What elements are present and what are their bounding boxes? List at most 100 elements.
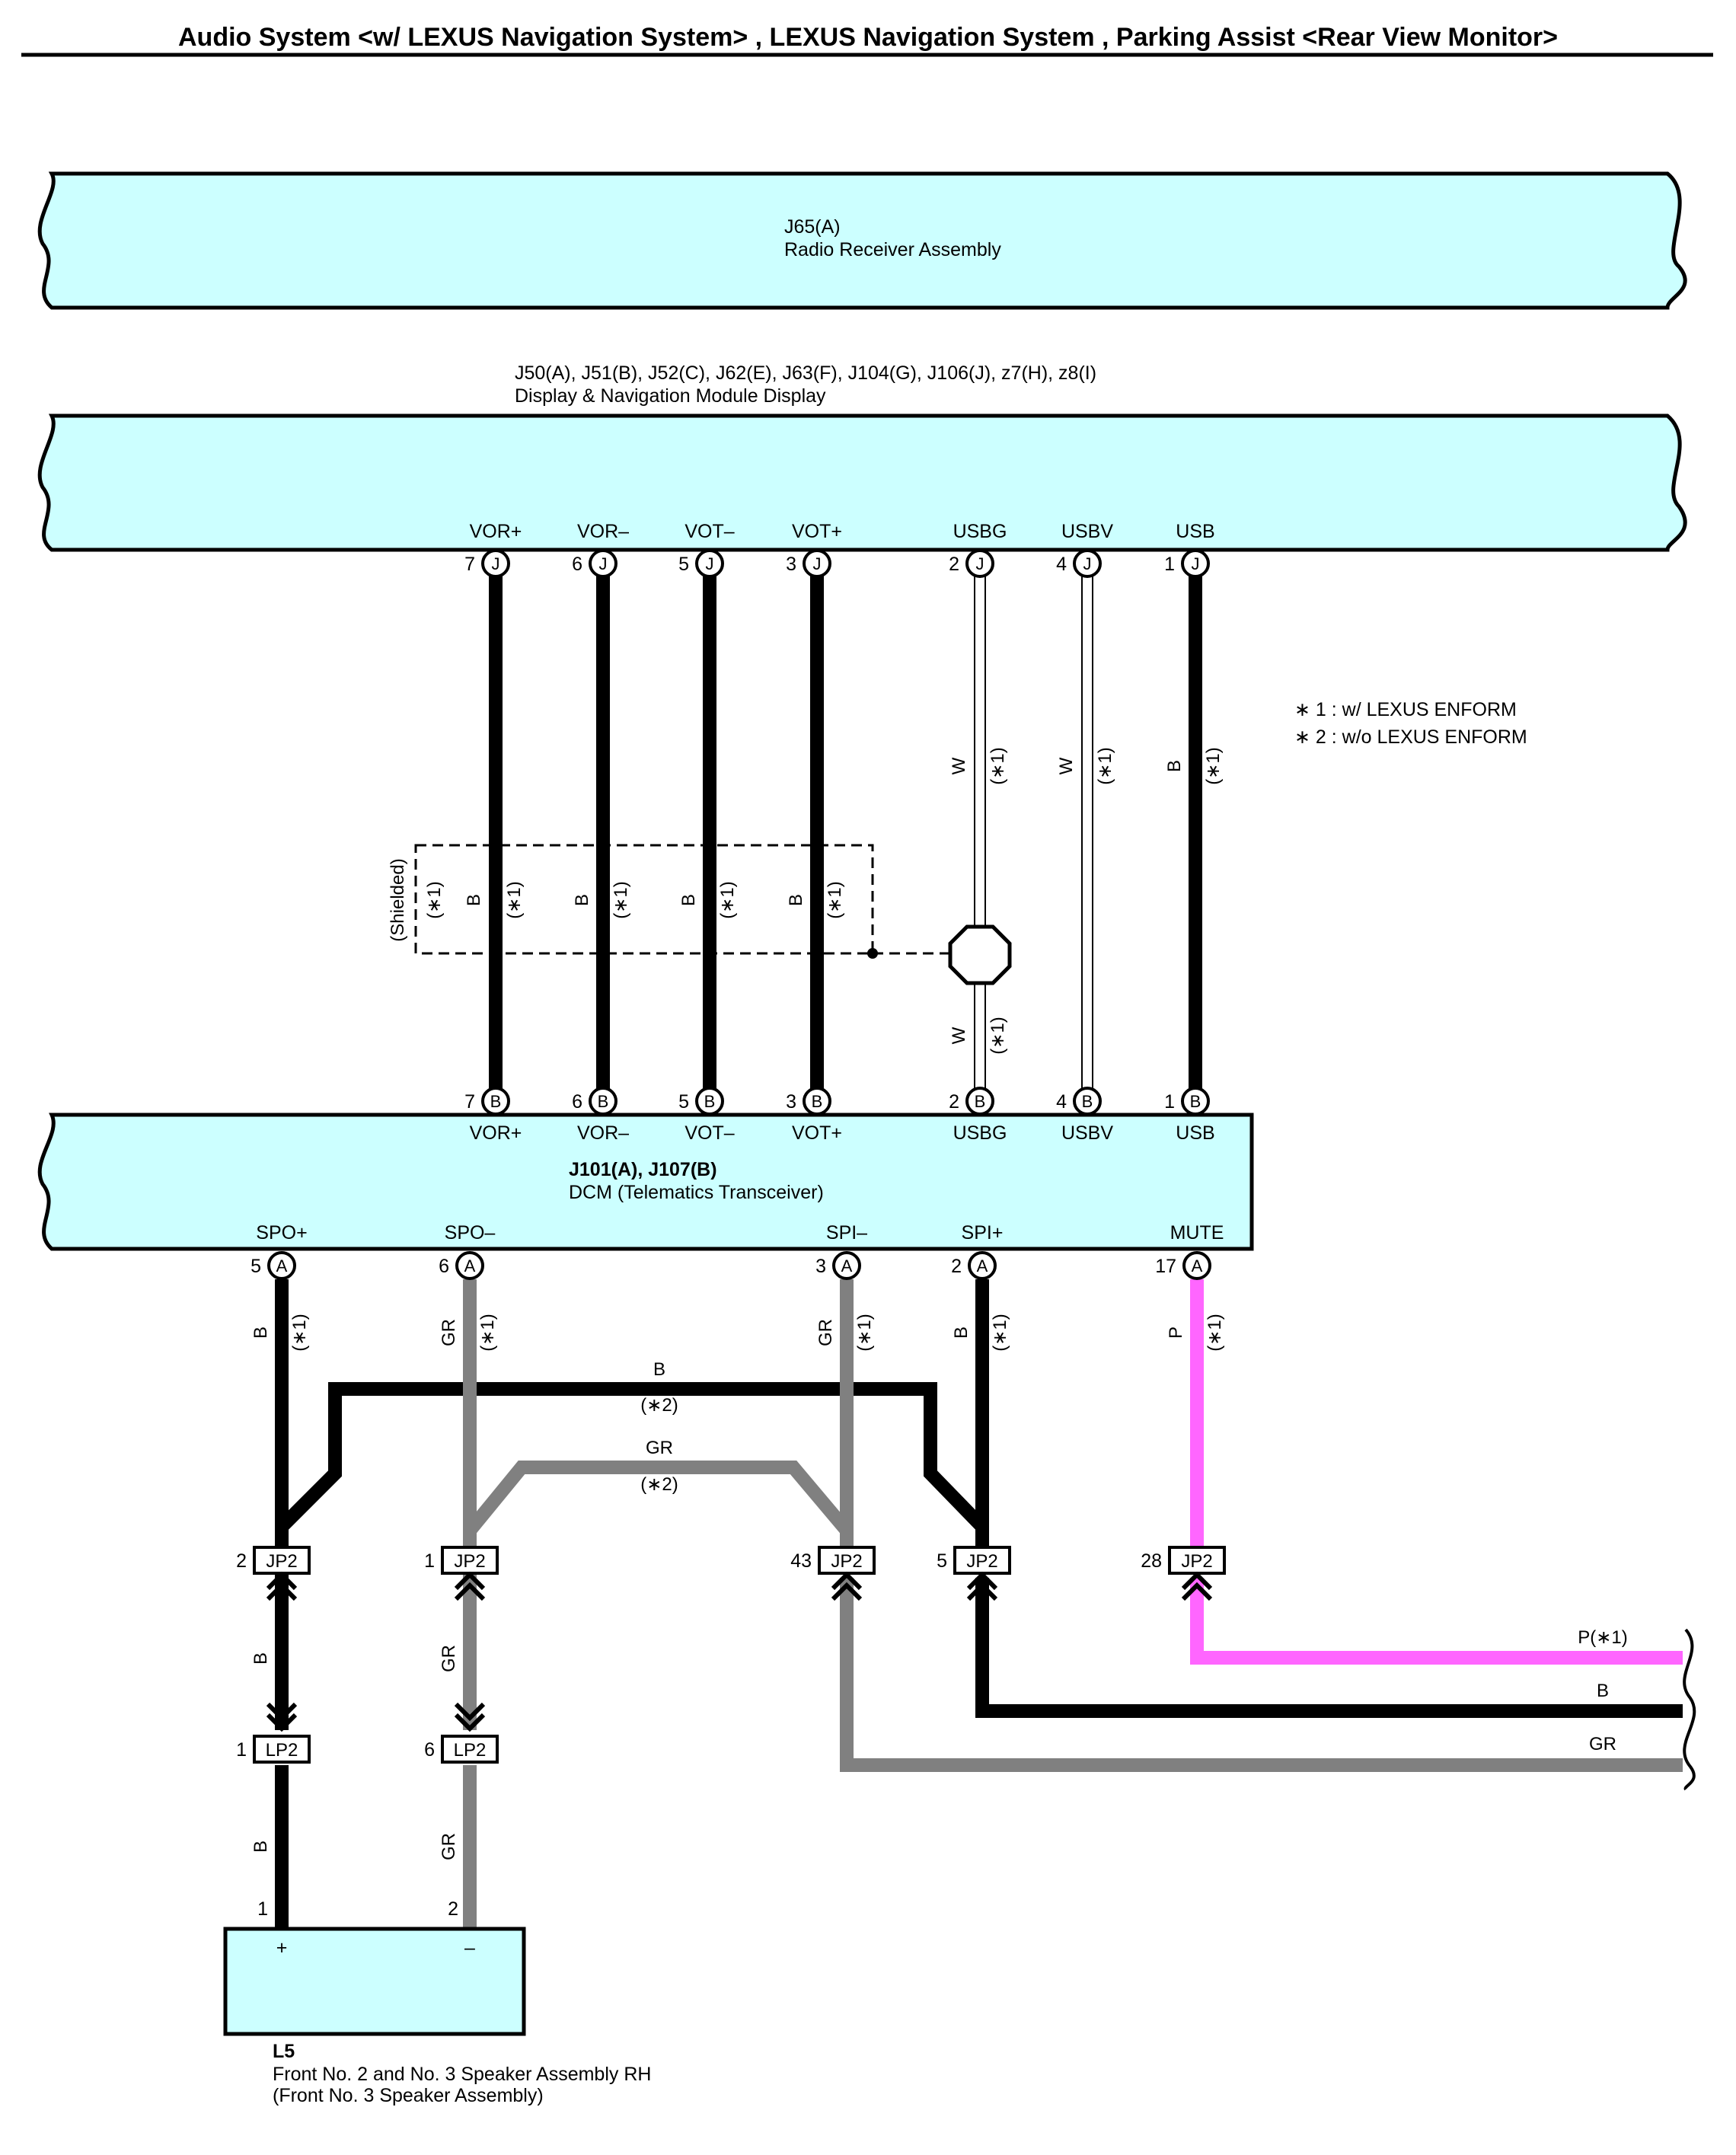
svg-text:J: J bbox=[492, 554, 500, 573]
connector-pin: J3 bbox=[786, 549, 831, 578]
svg-text:A: A bbox=[464, 1256, 476, 1275]
svg-text:5: 5 bbox=[678, 554, 689, 575]
connector-pin: J6 bbox=[572, 549, 617, 578]
svg-text:LP2: LP2 bbox=[266, 1740, 298, 1761]
dcm-terminal-label: USB bbox=[1176, 1122, 1214, 1144]
dcm-terminal-label: MUTE bbox=[1170, 1222, 1224, 1244]
svg-text:4: 4 bbox=[1056, 1091, 1067, 1113]
dcm-terminal-label: SPI+ bbox=[962, 1222, 1004, 1244]
wire-color-label: B bbox=[951, 1327, 972, 1339]
svg-text:JP2: JP2 bbox=[266, 1551, 297, 1572]
connector-pin: B6 bbox=[572, 1087, 617, 1116]
display-connector: J50(A), J51(B), J52(C), J62(E), J63(F), … bbox=[515, 362, 1096, 384]
svg-text:B: B bbox=[812, 1092, 823, 1111]
svg-text:2: 2 bbox=[949, 554, 959, 575]
wire-note-label: (∗1) bbox=[504, 881, 525, 918]
jp2-connector: JP2 28 bbox=[1141, 1546, 1226, 1601]
connector-pin: J2 bbox=[949, 549, 994, 578]
speaker-name-alt: (Front No. 3 Speaker Assembly) bbox=[273, 2085, 544, 2106]
svg-text:JP2: JP2 bbox=[1181, 1551, 1212, 1572]
shield-note: (∗1) bbox=[424, 881, 445, 918]
display-terminal-label: VOR+ bbox=[470, 521, 522, 542]
dcm-terminal-label: VOR– bbox=[577, 1122, 629, 1144]
svg-text:3: 3 bbox=[786, 1091, 796, 1113]
svg-text:28: 28 bbox=[1141, 1550, 1162, 1572]
wire-break-symbol bbox=[1683, 1628, 1696, 1791]
wire-color-label: B bbox=[1164, 760, 1185, 772]
wire-note-label: (∗1) bbox=[477, 1314, 498, 1351]
shield-box bbox=[414, 844, 874, 955]
svg-text:J: J bbox=[1083, 554, 1092, 573]
wire-note-label: (∗1) bbox=[611, 881, 631, 918]
wire-color-label: B bbox=[464, 894, 484, 906]
jp2-connector: JP2 5 bbox=[937, 1546, 1011, 1601]
connector-pin: A17 bbox=[1155, 1251, 1211, 1280]
connector-pin: A2 bbox=[951, 1251, 997, 1280]
lp2-connector: LP2 6 bbox=[424, 1702, 499, 1764]
display-terminal-label: VOR– bbox=[577, 521, 629, 542]
page-title: Audio System <w/ LEXUS Navigation System… bbox=[178, 23, 1558, 52]
dcm-connector: J101(A), J107(B) bbox=[569, 1159, 717, 1180]
wire-color-label: GR bbox=[439, 1833, 459, 1860]
bridge-b-label: B bbox=[653, 1359, 665, 1380]
svg-text:JP2: JP2 bbox=[831, 1551, 862, 1572]
dcm-terminal-label: VOT+ bbox=[792, 1122, 842, 1144]
wire-note-label: (∗1) bbox=[1095, 747, 1115, 784]
svg-text:5: 5 bbox=[937, 1550, 947, 1572]
wire-color-label: GR bbox=[439, 1645, 459, 1672]
bridge-gr-label: GR bbox=[646, 1438, 673, 1458]
wire-note-label: (∗1) bbox=[1203, 747, 1224, 784]
lp2-connectors: LP2 1 LP2 6 bbox=[236, 1702, 499, 1764]
shielded-label: (Shielded) bbox=[388, 858, 408, 941]
wire-p-out bbox=[1190, 1578, 1683, 1665]
connector-pin: A5 bbox=[251, 1251, 296, 1280]
svg-text:B: B bbox=[975, 1092, 986, 1111]
connector-pin: J5 bbox=[678, 549, 724, 578]
display-pins: J7 J6 J5 J3 J2 J4 J1 bbox=[464, 549, 1210, 578]
dcm-top-pins: B7 B6 B5 B3 B2 B4 B1 bbox=[464, 1087, 1210, 1116]
svg-text:17: 17 bbox=[1155, 1256, 1176, 1277]
svg-text:5: 5 bbox=[251, 1256, 261, 1277]
svg-text:6: 6 bbox=[572, 554, 582, 575]
svg-text:J: J bbox=[599, 554, 608, 573]
wire-b-bridge bbox=[276, 1382, 988, 1532]
svg-text:7: 7 bbox=[464, 1091, 475, 1113]
svg-text:6: 6 bbox=[572, 1091, 582, 1113]
svg-text:1: 1 bbox=[1164, 554, 1175, 575]
connector-pin: B5 bbox=[678, 1087, 724, 1116]
svg-text:JP2: JP2 bbox=[966, 1551, 997, 1572]
svg-text:6: 6 bbox=[424, 1739, 435, 1761]
jp2-connector: JP2 2 bbox=[236, 1546, 311, 1601]
svg-text:B: B bbox=[1082, 1092, 1093, 1111]
connector-pin: B3 bbox=[786, 1087, 831, 1116]
wire-gr-bridge bbox=[464, 1461, 852, 1535]
radio-module-box bbox=[37, 171, 1687, 310]
svg-text:A: A bbox=[977, 1256, 988, 1275]
display-terminal-label: USB bbox=[1176, 521, 1214, 542]
svg-text:2: 2 bbox=[236, 1550, 247, 1572]
display-terminal-label: USBV bbox=[1061, 521, 1113, 542]
display-module-box bbox=[37, 413, 1687, 552]
dcm-terminal-label: USBV bbox=[1061, 1122, 1113, 1144]
connector-pin: J7 bbox=[464, 549, 510, 578]
svg-text:5: 5 bbox=[678, 1091, 689, 1113]
wire-color-label: W bbox=[1056, 757, 1077, 774]
wire-gr-out bbox=[840, 1578, 1683, 1772]
bridge-gr-note: (∗2) bbox=[640, 1474, 678, 1495]
svg-text:B: B bbox=[1190, 1092, 1201, 1111]
connector-pin: J1 bbox=[1164, 549, 1210, 578]
dcm-terminal-label: VOR+ bbox=[470, 1122, 522, 1144]
dcm-module-box bbox=[37, 1113, 1254, 1251]
wire-color-label: B bbox=[251, 1327, 271, 1339]
note-1: ∗ 1 : w/ LEXUS ENFORM bbox=[1294, 699, 1517, 720]
wire-note-label: (∗1) bbox=[1205, 1314, 1225, 1351]
connector-pin: B2 bbox=[949, 1087, 994, 1116]
wire-note-label: (∗1) bbox=[990, 1314, 1010, 1351]
svg-text:3: 3 bbox=[815, 1256, 826, 1277]
wire-color-label: B bbox=[678, 894, 699, 906]
connector-pin: A6 bbox=[439, 1251, 484, 1280]
svg-text:1: 1 bbox=[424, 1550, 435, 1572]
ground-octagon bbox=[948, 924, 1012, 985]
svg-text:A: A bbox=[276, 1256, 288, 1275]
wire-color-label: W bbox=[949, 757, 969, 774]
